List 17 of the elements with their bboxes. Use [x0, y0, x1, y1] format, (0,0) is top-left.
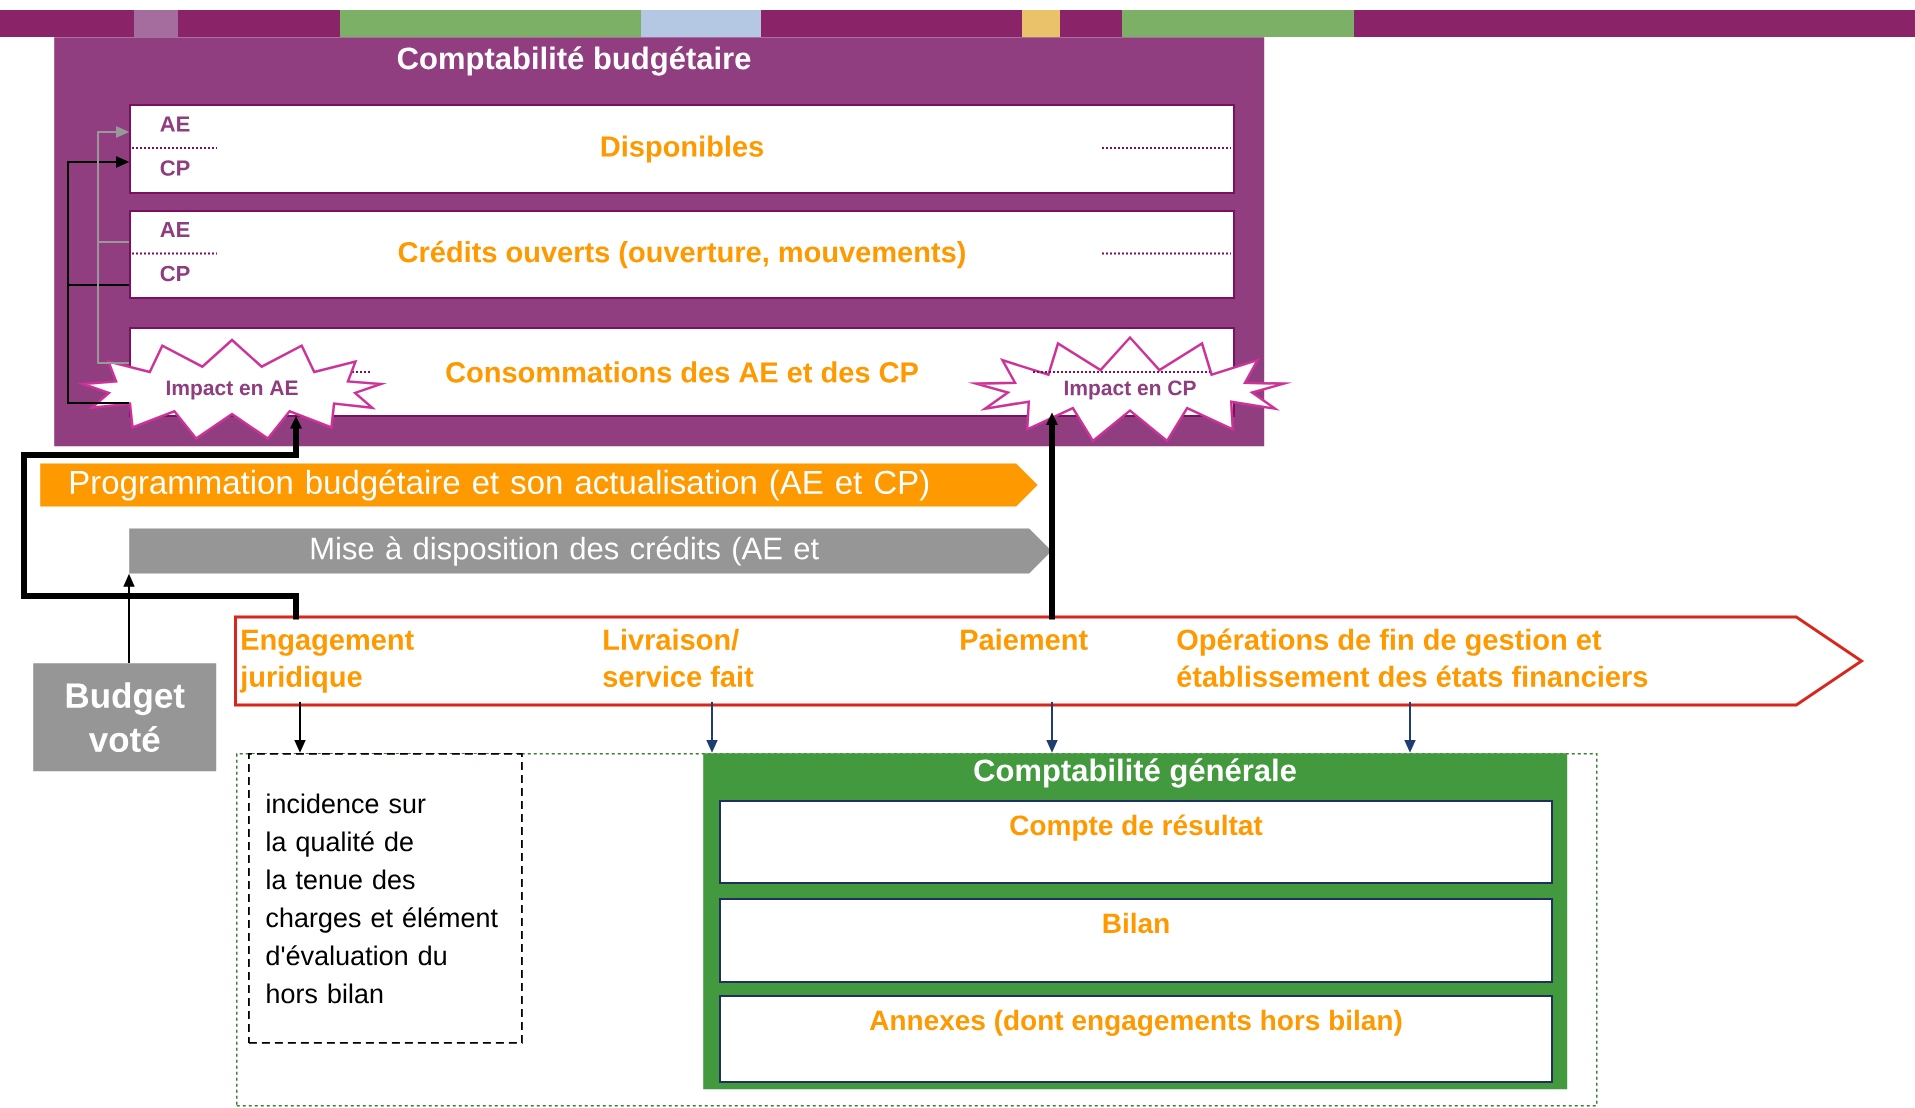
stage-label: Engagement juridique [239, 629, 414, 693]
arrow-banner: Programmation budgétaire et son actualisation (AE et CP) [40, 463, 1038, 507]
stage-label: Livraison/ service fait [603, 628, 754, 687]
chevron-frame [234, 615, 1865, 707]
row-box: Crédits ouverts (ouverture, mouvements) AE CP [129, 210, 1235, 299]
statement-box: Annexes (dont engagements hors bilan) [719, 995, 1553, 1083]
stage-label: Opérations de fin de gestion et établissement des états financiers [1177, 628, 1648, 687]
budget-box: Budget voté [33, 663, 217, 772]
starburst: Impact en AE [77, 338, 388, 441]
arrow [67, 156, 130, 286]
row-box: Disponibles AE CP [129, 104, 1235, 194]
statement-box: Bilan [719, 898, 1553, 983]
note-box: incidence sur la qualité de la tenue des charges et élément d'évaluation du hors bilan [248, 753, 523, 1044]
arrow [97, 126, 130, 243]
statement-box: Compte de résultat [719, 800, 1553, 884]
stage-label: Paiement [961, 628, 1088, 650]
arrow-banner: Mise à disposition des crédits (AE et [129, 528, 1052, 574]
